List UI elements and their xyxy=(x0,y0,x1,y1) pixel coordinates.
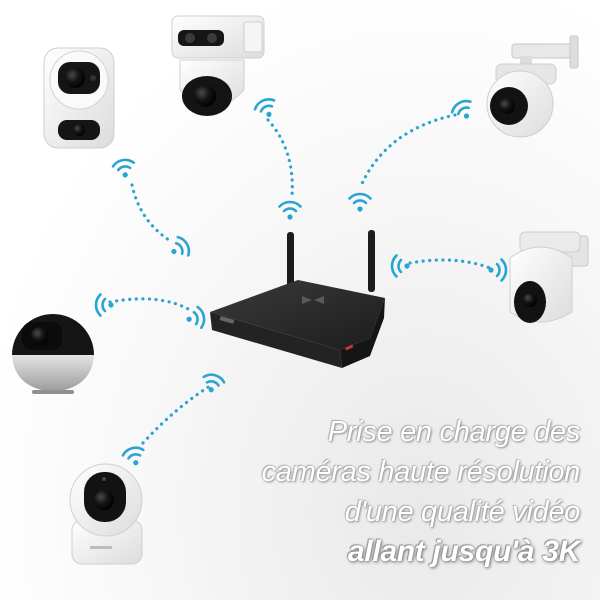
wifi-icon xyxy=(487,258,508,282)
link-outdoor-dual xyxy=(266,118,294,198)
wifi-icon xyxy=(165,233,194,264)
caption-line-1: Prise en charge des xyxy=(327,416,581,448)
wifi-icon xyxy=(278,200,302,221)
link-indoor-dual xyxy=(130,183,174,244)
wifi-icon xyxy=(448,96,479,125)
dual-lens-indoor-camera-icon xyxy=(43,47,115,149)
link-right xyxy=(408,258,492,270)
caption-line-2: caméras haute résolution xyxy=(261,456,581,488)
link-pantilt xyxy=(141,384,212,445)
caption-line-4: allant jusqu'à 3K xyxy=(347,535,580,568)
caption-line-3: d'une qualité vidéo xyxy=(344,496,581,528)
wireless-links xyxy=(108,113,492,445)
dual-lens-outdoor-camera-icon xyxy=(171,15,265,116)
wifi-icon xyxy=(390,254,411,278)
link-sphere xyxy=(108,297,192,312)
pt-camera-icon xyxy=(486,35,579,138)
sphere-camera-icon xyxy=(12,314,94,394)
wifi-icon xyxy=(110,156,138,181)
feature-caption: Prise en charge des caméras haute résolu… xyxy=(220,412,581,572)
wifi-icon xyxy=(348,192,372,213)
wifi-icon xyxy=(251,95,281,123)
pt-camera-icon xyxy=(509,231,589,323)
pan-tilt-camera-icon xyxy=(69,463,143,565)
wifi-icon xyxy=(94,293,115,317)
link-top-right xyxy=(358,113,457,190)
wifi-icon xyxy=(120,444,148,470)
wifi-icon xyxy=(199,371,227,397)
nvr-box-icon xyxy=(210,230,385,368)
